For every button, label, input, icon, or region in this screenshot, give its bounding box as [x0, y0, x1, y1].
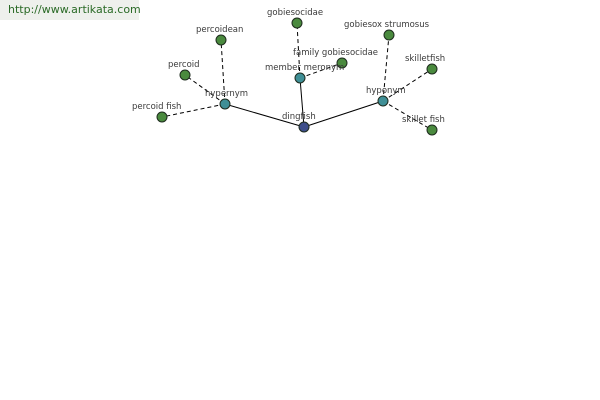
edge-dingfish-hypernym	[224, 103, 305, 128]
label-percoid[interactable]: percoid	[168, 60, 200, 70]
label-gobiesocidae[interactable]: gobiesocidae	[267, 8, 323, 18]
label-dingfish[interactable]: dingfish	[282, 112, 316, 122]
label-hypernym[interactable]: hypernym	[205, 89, 248, 99]
node-hyponym[interactable]	[377, 95, 389, 107]
edge-dingfish-member-meronym	[299, 77, 305, 128]
label-member-meronym[interactable]: member meronym	[265, 63, 344, 73]
label-gobiesox-strumosus[interactable]: gobiesox strumosus	[344, 20, 430, 30]
node-gobiesox-strumosus[interactable]	[383, 29, 395, 41]
label-percoid-fish[interactable]: percoid fish	[132, 102, 181, 112]
edge-member-meronym-family-gobiesocidae	[299, 62, 343, 79]
edge-hyponym-skilletfish	[382, 68, 433, 102]
node-hypernym[interactable]	[219, 98, 231, 110]
edge-member-meronym-gobiesocidae	[296, 22, 301, 79]
label-skilletfish[interactable]: skilletfish	[405, 54, 445, 64]
node-gobiesocidae[interactable]	[291, 17, 303, 29]
label-family-gobiesocidae[interactable]: family gobiesocidae	[293, 48, 378, 58]
label-hyponym[interactable]: hyponym	[366, 86, 406, 96]
node-family-gobiesocidae[interactable]	[336, 57, 348, 69]
node-member-meronym[interactable]	[294, 72, 306, 84]
edge-hyponym-skillet-fish	[382, 100, 433, 131]
node-skillet-fish[interactable]	[426, 124, 438, 136]
node-percoidean[interactable]	[215, 34, 227, 46]
edge-dingfish-hyponym	[303, 100, 384, 128]
node-dingfish[interactable]	[298, 121, 310, 133]
watermark-url: http://www.artikata.com	[0, 0, 141, 20]
edge-hypernym-percoidean	[220, 39, 226, 105]
edge-hypernym-percoid-fish	[161, 103, 226, 118]
node-percoid-fish[interactable]	[156, 111, 168, 123]
label-percoidean[interactable]: percoidean	[196, 25, 243, 35]
label-skillet-fish[interactable]: skillet fish	[402, 115, 445, 125]
node-skilletfish[interactable]	[426, 63, 438, 75]
edge-hypernym-percoid	[184, 74, 226, 105]
node-percoid[interactable]	[179, 69, 191, 81]
